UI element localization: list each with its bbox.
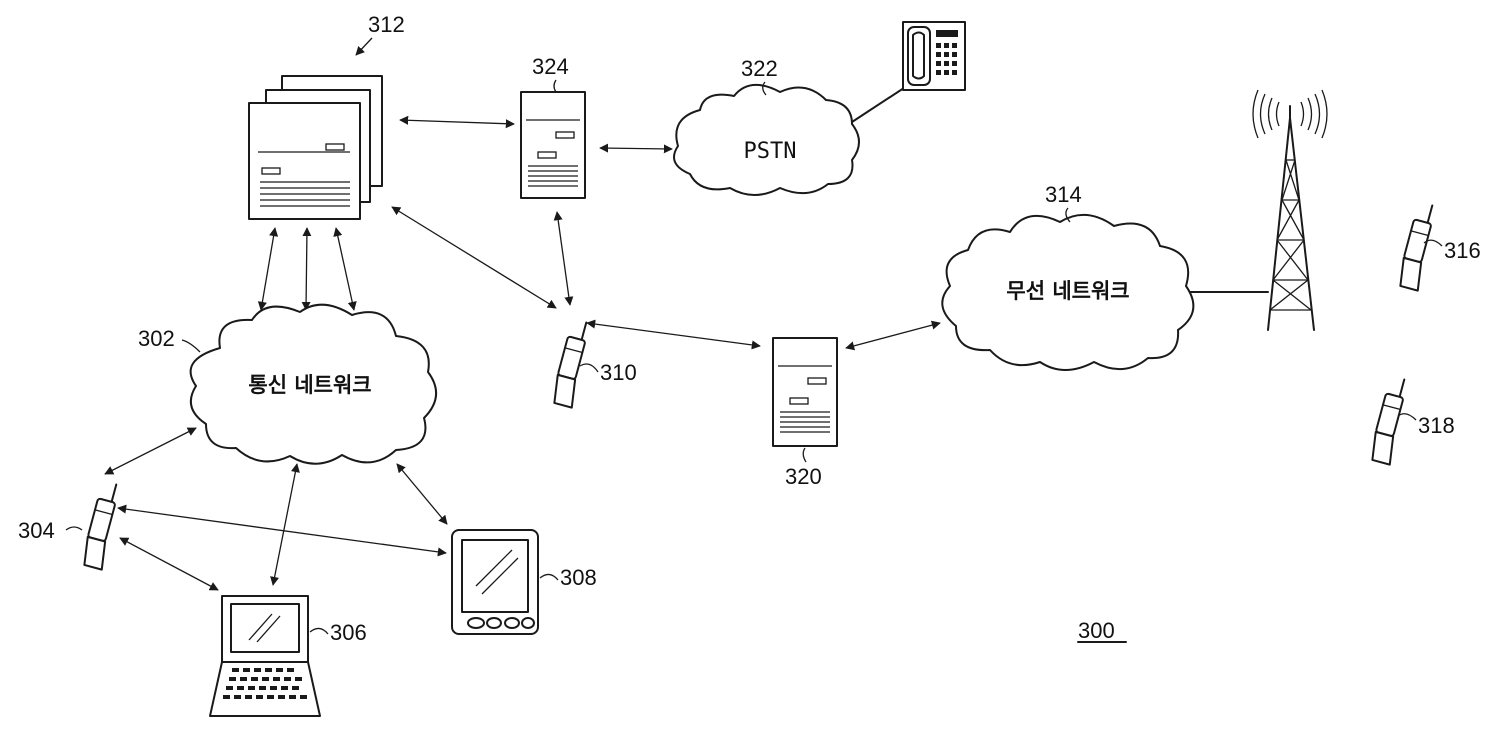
cloud-314: 무선 네트워크 [942, 215, 1193, 370]
mobile-phone-304 [81, 481, 125, 570]
pstn-text: PSTN [744, 139, 797, 164]
cloud-322: PSTN [674, 85, 859, 195]
label-306: 306 [330, 620, 367, 645]
arrow-324-pstn [600, 148, 672, 149]
arrow-312-302-a [261, 228, 275, 310]
laptop-306 [210, 596, 320, 716]
arrow-312-310 [392, 207, 556, 308]
label-324: 324 [532, 54, 569, 79]
label-308: 308 [560, 565, 597, 590]
mobile-phone-310 [551, 319, 595, 408]
mobile-phone-318 [1369, 376, 1413, 465]
wireless-network-text: 무선 네트워크 [1006, 279, 1129, 303]
label-310: 310 [600, 360, 637, 385]
arrow-310-320 [587, 323, 760, 346]
server-324 [521, 92, 585, 198]
label-318: 318 [1418, 413, 1455, 438]
label-320: 320 [785, 464, 822, 489]
comm-network-text: 통신 네트워크 [248, 373, 371, 397]
arrow-304-306 [120, 538, 218, 590]
arrow-320-314 [846, 323, 940, 348]
figure-label-300: 300 [1078, 618, 1115, 643]
server-320 [773, 338, 837, 446]
pda-308 [452, 530, 538, 634]
arrow-302-306 [273, 464, 297, 585]
arrow-304-308 [118, 508, 446, 553]
arrow-312-302-c [336, 228, 354, 310]
arrow-312-302-b [306, 228, 307, 310]
label-316: 316 [1444, 238, 1481, 263]
arrow-324-310 [557, 212, 570, 305]
desk-telephone [903, 22, 965, 90]
arrow-302-304 [105, 428, 196, 474]
mobile-phone-316 [1397, 202, 1441, 291]
label-304: 304 [18, 518, 55, 543]
label-302: 302 [138, 326, 175, 351]
cell-tower [1253, 90, 1327, 330]
server-group-312 [249, 76, 382, 219]
cloud-302: 통신 네트워크 [191, 305, 437, 464]
label-322: 322 [741, 56, 778, 81]
arrow-302-308 [397, 464, 447, 524]
label-314: 314 [1045, 182, 1082, 207]
link-pstn-telephone [852, 84, 910, 122]
label-312: 312 [368, 12, 405, 37]
arrow-312-324 [400, 120, 514, 124]
